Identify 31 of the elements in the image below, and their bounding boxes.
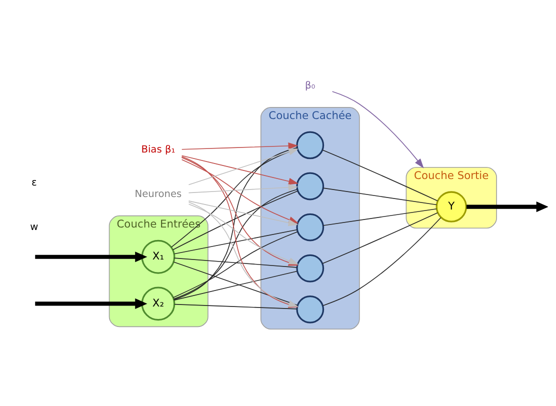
node-circle [296,130,324,159]
arrow [188,148,299,185]
node-circle [296,294,324,323]
node-text: Bias β₁ [141,144,176,156]
connector [322,212,438,264]
connector [174,303,298,309]
arrow [188,183,298,193]
cluster: Couche Cachée [260,106,360,330]
connector [174,270,298,300]
arrow [181,142,298,150]
connector [322,187,437,205]
arrow [332,90,424,168]
connector [322,216,442,306]
node-text: β₀ [305,80,316,92]
connector [322,149,438,201]
node-circle: Y [436,190,467,222]
label: w [30,221,38,232]
node-circle [296,254,324,282]
arrow [35,251,148,262]
connector [322,208,437,226]
node-circle: X₂ [141,286,176,320]
connector [173,261,298,306]
node-circle [296,172,324,200]
arrow [35,298,148,308]
node-circle: X₁ [141,239,176,274]
arrow [181,154,298,184]
node-circle [296,212,324,241]
connector [174,228,298,254]
label: ε [32,177,37,188]
arrow [466,200,548,212]
node-text: Neurones [134,188,182,200]
